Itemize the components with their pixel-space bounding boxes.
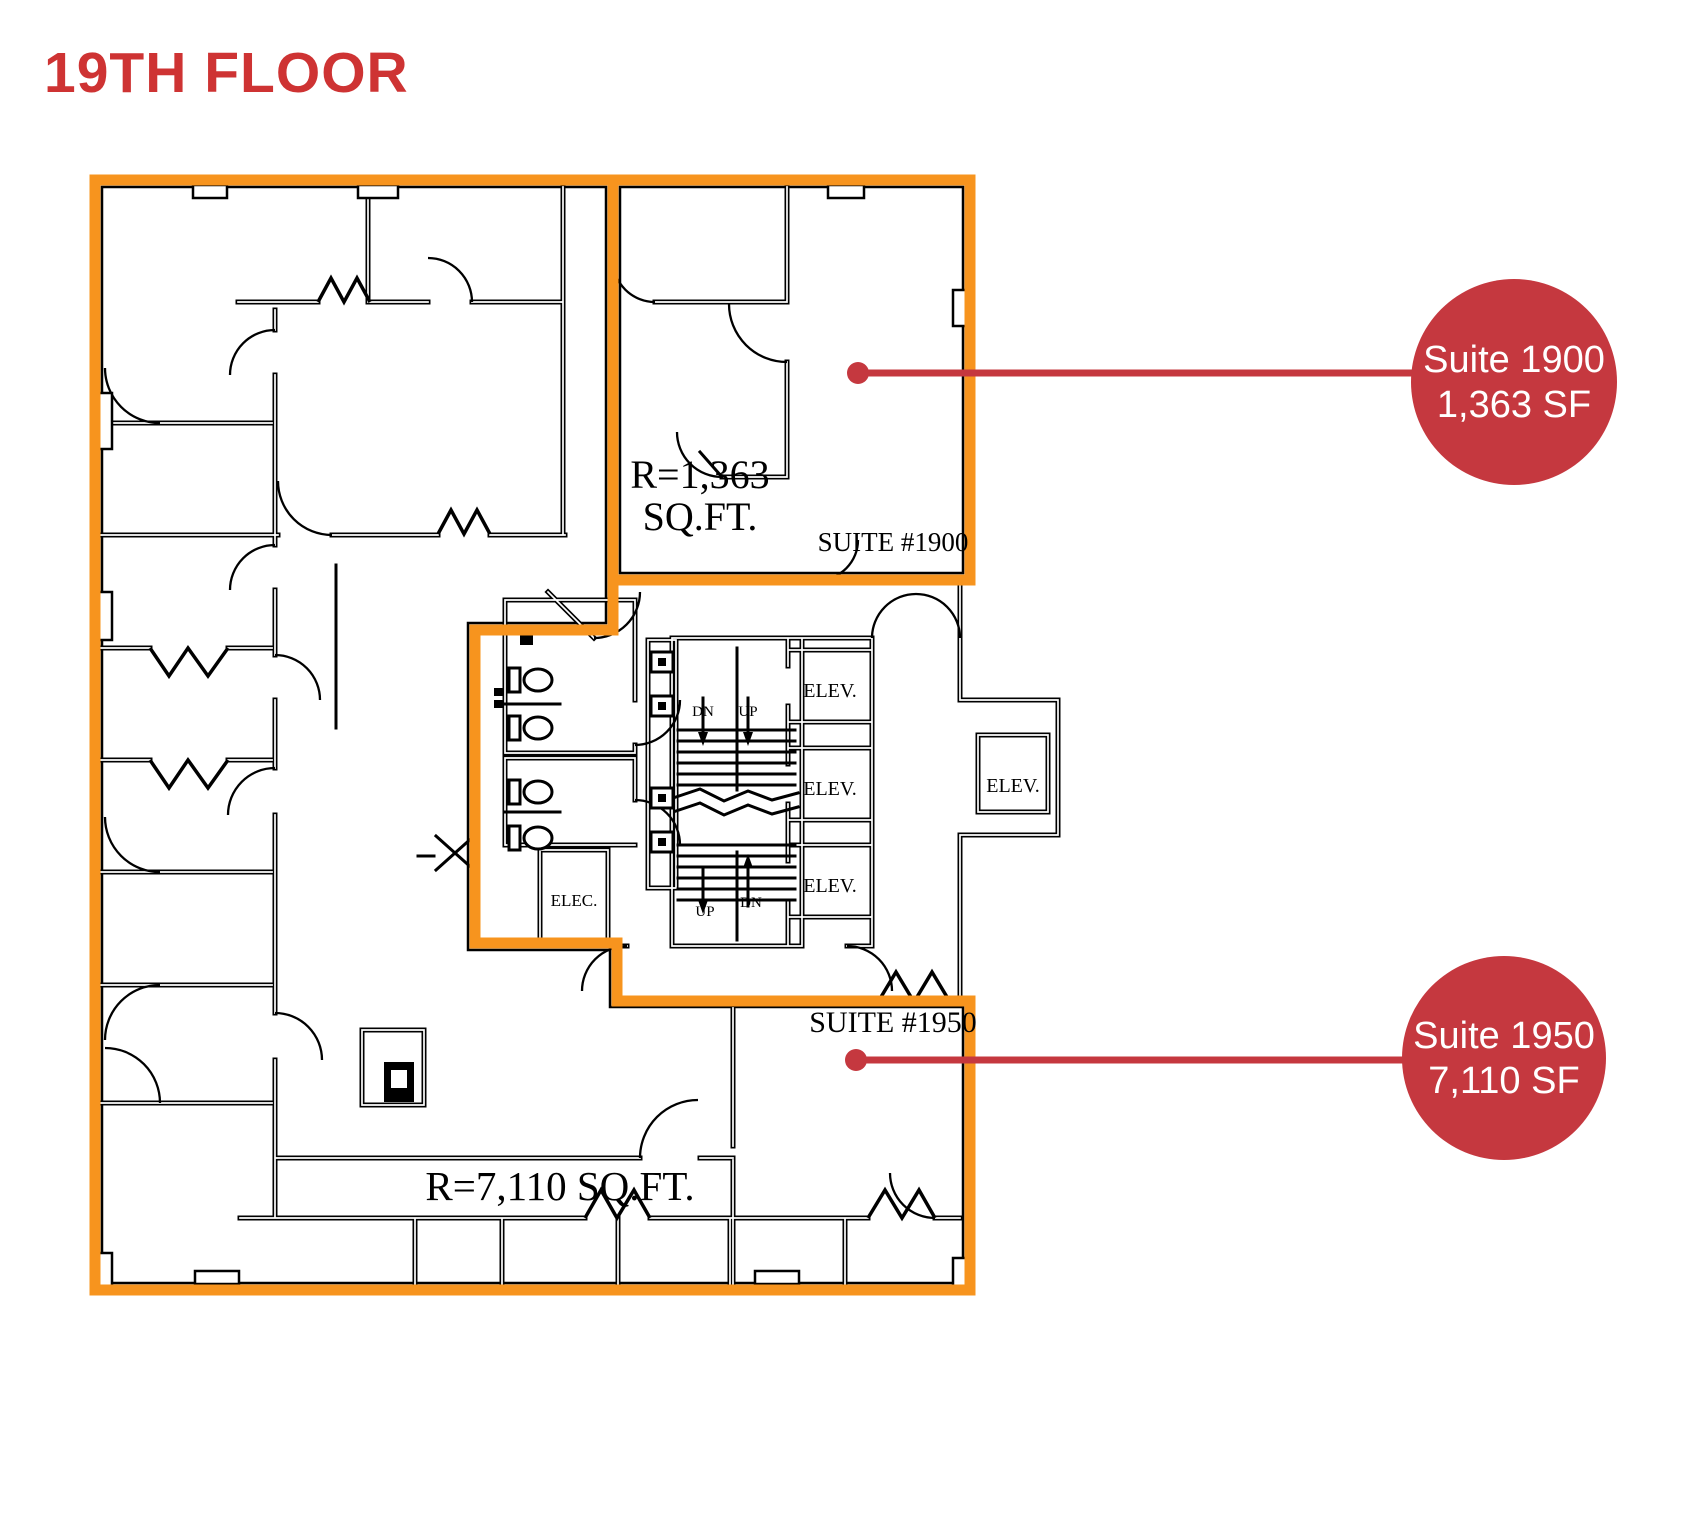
- elev-label: ELEV.: [803, 680, 857, 702]
- dispenser: [494, 700, 503, 708]
- toilet-tank: [507, 666, 522, 694]
- suite-1950-sqft: R=7,110 SQ.FT.: [425, 1163, 694, 1209]
- toilet-tank: [507, 714, 522, 742]
- callout-suite-name: Suite 1900: [1423, 339, 1605, 381]
- toilet-tank: [507, 778, 522, 806]
- suite-1900-outline: [607, 174, 976, 586]
- stair-dn-label: DN: [692, 704, 714, 720]
- stair-arrow-icon: [743, 732, 753, 746]
- stair-up-label: UP: [738, 704, 757, 720]
- toilet-bowl: [522, 715, 554, 741]
- toilet-bowl: [522, 825, 554, 851]
- dispenser: [494, 688, 503, 696]
- callout-suite-area: 1,363 SF: [1437, 384, 1591, 426]
- elev-label: ELEV.: [803, 875, 857, 897]
- callout-bubble: [1402, 956, 1606, 1160]
- stair-arrow-icon: [698, 732, 708, 746]
- stair-up-label: UP: [695, 904, 714, 920]
- leader-dot: [845, 1049, 867, 1071]
- stair-dn-label: DN: [740, 895, 762, 911]
- interior-walls: [95, 187, 1058, 1290]
- suite-1950-label: SUITE #1950: [809, 1006, 977, 1039]
- elev-label: ELEV.: [986, 775, 1040, 797]
- callout-suite-1900: Suite 1900 1,363 SF: [847, 279, 1617, 485]
- stairwell: [334, 449, 800, 942]
- page-title: 19TH FLOOR: [44, 41, 409, 105]
- suite-1900-label: SUITE #1900: [818, 527, 969, 557]
- plan-labels: R=1,363 SQ.FT. SUITE #1900 SUITE #1950 R…: [425, 452, 1039, 1209]
- callout-bubble: [1411, 279, 1617, 485]
- toilet-tank: [507, 824, 522, 852]
- suite-1900-sqft-line2: SQ.FT.: [643, 494, 758, 539]
- door-arcs: [103, 256, 962, 1220]
- stair-arrow-icon: [698, 900, 708, 914]
- elev-label: ELEV.: [803, 778, 857, 800]
- callout-suite-area: 7,110 SF: [1428, 1060, 1579, 1102]
- elec-label: ELEC.: [551, 891, 598, 910]
- stair-arrow-icon: [743, 854, 753, 868]
- restroom-fixtures: [384, 628, 675, 1102]
- leader-dot: [847, 362, 869, 384]
- lease-outlines: [89, 174, 976, 1296]
- toilet-bowl: [522, 779, 554, 805]
- callout-suite-1950: Suite 1950 7,110 SF: [845, 956, 1606, 1160]
- callout-suite-name: Suite 1950: [1413, 1015, 1595, 1057]
- suite-1900-sqft-line1: R=1,363: [630, 452, 769, 497]
- toilet-bowl: [522, 667, 554, 693]
